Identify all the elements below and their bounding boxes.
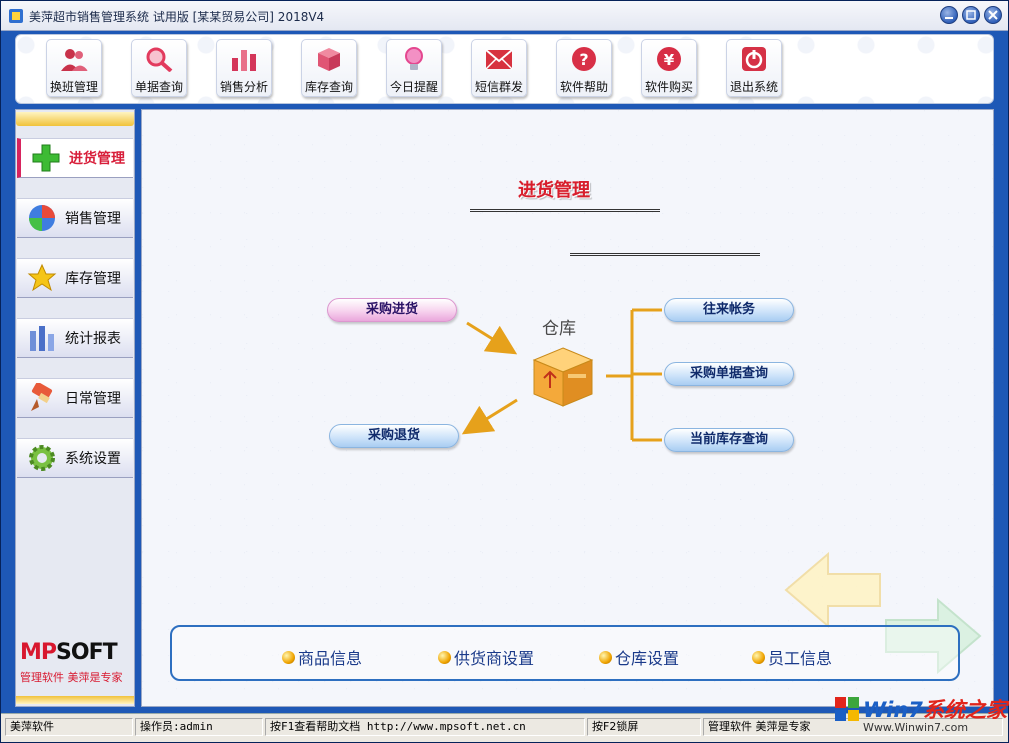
- page-title: 进货管理: [518, 180, 590, 201]
- window-title: 美萍超市销售管理系统 试用版 [某某贸易公司] 2018V4: [29, 10, 325, 24]
- help-icon: ?: [572, 47, 596, 71]
- sidebar-item-daily[interactable]: 日常管理: [17, 378, 133, 418]
- minimize-button[interactable]: [940, 6, 958, 24]
- close-icon: [988, 10, 998, 20]
- exit-system-button[interactable]: 退出系统: [726, 39, 782, 97]
- mpsoft-logo: MPSOFT 管理软件 美萍是专家: [20, 640, 132, 685]
- restore-icon: [966, 10, 976, 20]
- goods-info-link[interactable]: 商品信息: [282, 645, 362, 669]
- status-operator: 操作员:admin: [135, 718, 263, 736]
- purchase-return-button[interactable]: 采购退货: [329, 424, 459, 448]
- watermark: Win7系统之家 Www.Winwin7.com: [833, 691, 1007, 741]
- boxes-icon: [318, 48, 340, 71]
- purchase-document-query-button[interactable]: 采购单据查询: [664, 362, 794, 386]
- globe-icon: [29, 205, 55, 231]
- svg-text:¥: ¥: [664, 51, 675, 69]
- brush-icon: [31, 383, 53, 411]
- svg-text:?: ?: [579, 50, 588, 69]
- sidebar-top-bar: [16, 112, 134, 126]
- main-panel: 进货管理 采购进货 采购退货 往来帐务 采购单据查询 当前库存查询 仓库: [141, 109, 994, 707]
- plus-icon: [32, 144, 60, 172]
- logo-slogan: 管理软件 美萍是专家: [20, 671, 123, 684]
- current-stock-query-button[interactable]: 当前库存查询: [664, 428, 794, 452]
- minimize-icon: [945, 17, 953, 19]
- staff-info-link[interactable]: 员工信息: [752, 645, 832, 669]
- divider-line: [570, 253, 760, 256]
- sidebar: 进货管理 销售管理 库存管理 统计报表 日常管理 系统设置 MPSOFT 管理软…: [15, 109, 135, 707]
- flow-connectors: [461, 308, 662, 442]
- arrow-in: [466, 321, 518, 355]
- close-button[interactable]: [984, 6, 1002, 24]
- warehouse-label: 仓库: [542, 319, 576, 339]
- bullet-icon: [752, 650, 765, 664]
- magnifier-icon: [146, 47, 173, 73]
- status-lock-hint: 按F2锁屏: [587, 718, 701, 736]
- gear-icon: [29, 445, 55, 471]
- accounts-button[interactable]: 往来帐务: [664, 298, 794, 322]
- title-underline: [470, 209, 660, 212]
- stock-query-button[interactable]: 库存查询: [301, 39, 357, 97]
- people-icon: [61, 49, 88, 71]
- sms-broadcast-button[interactable]: 短信群发: [471, 39, 527, 97]
- sidebar-item-reports[interactable]: 统计报表: [17, 318, 133, 358]
- sidebar-bottom-bar: [16, 696, 134, 704]
- quick-links-panel: 商品信息 供货商设置 仓库设置 员工信息: [170, 625, 960, 681]
- report-icon: [30, 326, 54, 351]
- status-company: 美萍软件: [5, 718, 133, 736]
- software-purchase-button[interactable]: ¥ 软件购买: [641, 39, 697, 97]
- bullet-icon: [438, 650, 451, 664]
- main-toolbar: 换班管理 单据查询 销售分析 库存查询 今日提醒 短信群发 ? 软件帮助 ¥ 软…: [15, 34, 994, 104]
- sales-analysis-button[interactable]: 销售分析: [216, 39, 272, 97]
- title-bar[interactable]: 美萍超市销售管理系统 试用版 [某某贸易公司] 2018V4: [1, 1, 1008, 31]
- document-query-button[interactable]: 单据查询: [131, 39, 187, 97]
- app-icon: [9, 9, 23, 23]
- lightbulb-icon: [405, 47, 423, 70]
- power-icon: [742, 47, 766, 71]
- sidebar-item-settings[interactable]: 系统设置: [17, 438, 133, 478]
- windows-logo-icon: [835, 697, 859, 721]
- envelope-icon: [485, 49, 513, 70]
- software-help-button[interactable]: ? 软件帮助: [556, 39, 612, 97]
- back-arrow-icon: [784, 551, 881, 629]
- bar-chart-icon: [232, 50, 256, 71]
- sidebar-item-purchase[interactable]: 进货管理: [17, 138, 133, 178]
- star-icon: [27, 263, 57, 292]
- status-help-hint: 按F1查看帮助文档 http://www.mpsoft.net.cn: [265, 718, 585, 736]
- branch-bracket: [606, 308, 662, 442]
- sidebar-item-inventory[interactable]: 库存管理: [17, 258, 133, 298]
- shift-management-button[interactable]: 换班管理: [46, 39, 102, 97]
- restore-button[interactable]: [962, 6, 980, 24]
- sidebar-item-sales[interactable]: 销售管理: [17, 198, 133, 238]
- warehouse-box-icon[interactable]: [530, 344, 596, 410]
- yen-icon: ¥: [657, 47, 681, 71]
- supplier-settings-link[interactable]: 供货商设置: [438, 645, 534, 669]
- arrow-out: [461, 398, 518, 435]
- forward-arrow-icon: [885, 597, 982, 675]
- purchase-in-button[interactable]: 采购进货: [327, 298, 457, 322]
- bullet-icon: [282, 650, 295, 664]
- bullet-icon: [599, 650, 612, 664]
- today-reminder-button[interactable]: 今日提醒: [386, 39, 442, 97]
- warehouse-settings-link[interactable]: 仓库设置: [599, 645, 679, 669]
